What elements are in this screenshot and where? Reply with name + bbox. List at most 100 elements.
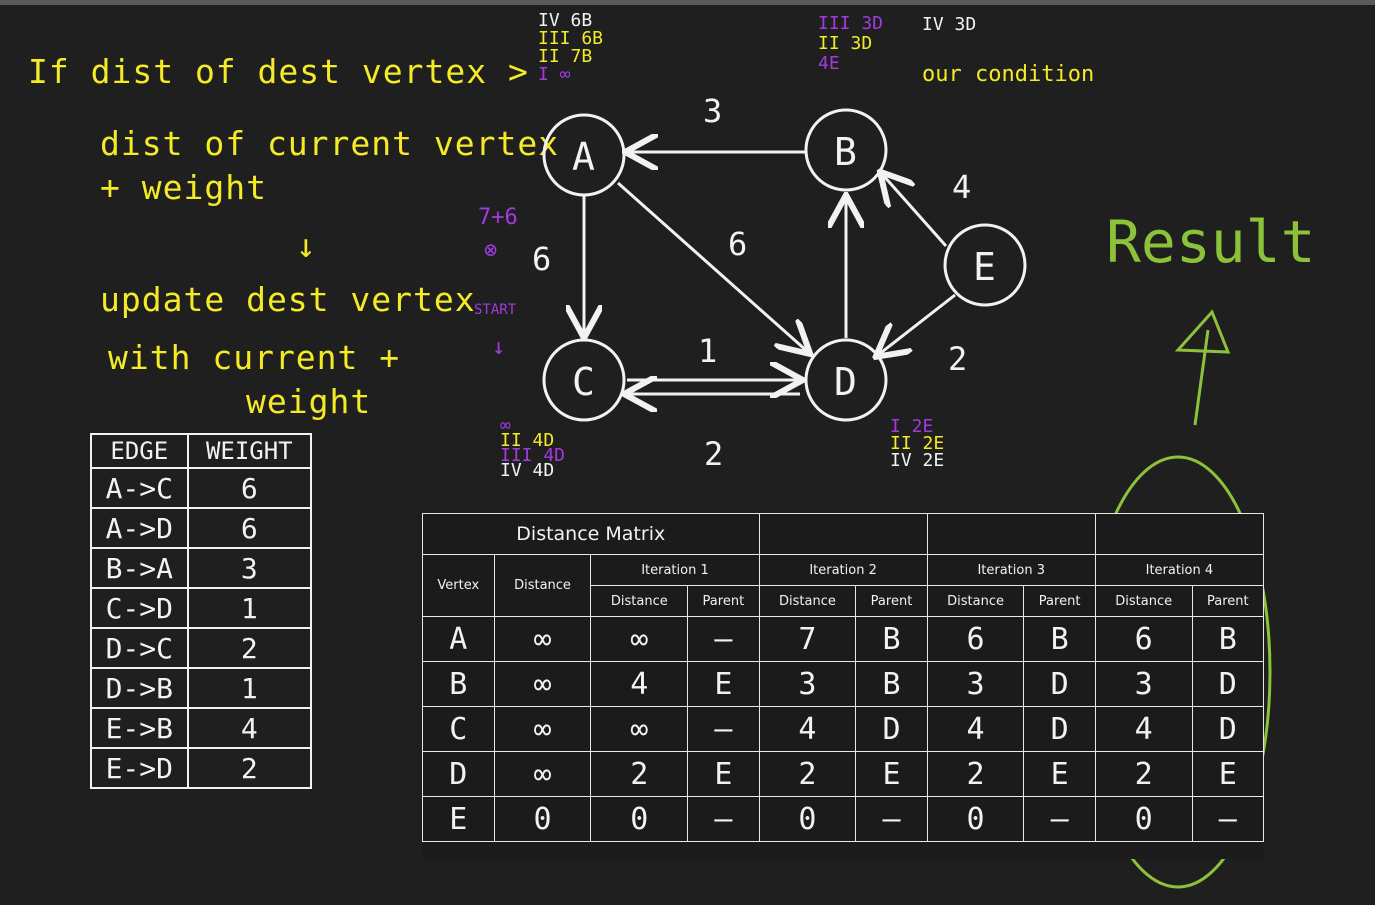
edge-cell: A->C: [90, 467, 189, 509]
iter4-parent: E: [1191, 751, 1265, 797]
top-bar: [0, 0, 1375, 5]
iter2-parent: B: [855, 616, 928, 662]
distance-cell: ∞: [493, 706, 592, 752]
iter1-parent: E: [687, 751, 760, 797]
header-edge: EDGE: [90, 433, 189, 469]
distance-matrix-table: Distance Matrix Vertex Distance Iteratio…: [422, 513, 1265, 842]
node-a: [542, 113, 626, 197]
vertex-cell: E: [422, 796, 495, 842]
table-row: E 0 0 – 0 — 0 – 0 —: [422, 796, 1265, 842]
edge-cell: E->B: [90, 707, 189, 749]
iter1-distance: ∞: [590, 616, 689, 662]
distance-cell: ∞: [493, 616, 592, 662]
iter1-distance: ∞: [590, 706, 689, 752]
iter3-distance: 3: [926, 661, 1025, 707]
weight-e-d: 2: [948, 340, 967, 378]
table-row: D ∞ 2 E 2 E 2 E 2 E: [422, 751, 1265, 797]
weight-cell: 3: [186, 547, 313, 589]
sub-parent-4: Parent: [1191, 585, 1265, 617]
note-b-right: IV 3D: [922, 14, 977, 35]
weight-a-c: 6: [532, 240, 551, 278]
our-condition-note: our condition: [922, 62, 1095, 87]
node-b-label: B: [834, 130, 857, 174]
iter4-parent: —: [1191, 796, 1265, 842]
weight-b-a: 3: [703, 92, 722, 130]
notes-c: ∞ II 4D III 4D IV 4D: [500, 415, 566, 481]
iter3-parent: E: [1023, 751, 1096, 797]
rule-line-1: If dist of dest vertex >: [28, 52, 529, 91]
iter4-parent: D: [1191, 661, 1265, 707]
iter2-parent: D: [855, 706, 928, 752]
iter4-distance: 6: [1094, 616, 1193, 662]
iter3-parent: –: [1023, 796, 1096, 842]
vertex-cell: D: [422, 751, 495, 797]
node-e-label: E: [973, 245, 996, 289]
weight-c-d: 1: [698, 332, 717, 370]
sub-distance-3: Distance: [926, 585, 1025, 617]
iter3-distance: 6: [926, 616, 1025, 662]
node-d-label: D: [834, 360, 857, 404]
weight-cell: 1: [186, 667, 313, 709]
node-b: [804, 108, 888, 192]
distance-cell: 0: [493, 796, 592, 842]
sub-parent-1: Parent: [687, 585, 760, 617]
iter3-parent: D: [1023, 706, 1096, 752]
result-arrow-head: [1174, 309, 1231, 354]
iter3-parent: D: [1023, 661, 1096, 707]
iter1-parent: –: [687, 616, 760, 662]
iter4-distance: 0: [1094, 796, 1193, 842]
iter3-distance: 2: [926, 751, 1025, 797]
iter4-distance: 4: [1094, 706, 1193, 752]
header-iteration-3: Iteration 3: [926, 554, 1096, 586]
iter4-parent: B: [1191, 616, 1265, 662]
node-e: [943, 223, 1027, 307]
weight-cell: 2: [186, 747, 313, 789]
weight-cell: 2: [186, 627, 313, 669]
matrix-title: Distance Matrix: [422, 513, 760, 555]
sub-distance-4: Distance: [1094, 585, 1193, 617]
edge-table-header: EDGE WEIGHT: [90, 433, 313, 469]
header-weight: WEIGHT: [186, 433, 313, 469]
weight-d-c: 2: [704, 435, 723, 473]
matrix-title-blank-5: [1094, 513, 1265, 555]
header-iteration-4: Iteration 4: [1094, 554, 1265, 586]
sub-distance-2: Distance: [758, 585, 857, 617]
note-ac-2: ⊗: [484, 238, 498, 263]
table-row: A ∞ ∞ – 7 B 6 B 6 B: [422, 616, 1265, 662]
weight-cell: 6: [186, 467, 313, 509]
sub-parent-2: Parent: [855, 585, 928, 617]
iter2-parent: B: [855, 661, 928, 707]
edge-cell: E->D: [90, 747, 189, 789]
iter4-distance: 3: [1094, 661, 1193, 707]
vertex-cell: C: [422, 706, 495, 752]
weight-cell: 6: [186, 507, 313, 549]
start-label: START: [474, 302, 517, 318]
iter2-distance: 0: [758, 796, 857, 842]
iter1-distance: 0: [590, 796, 689, 842]
edge-e-b: [882, 174, 948, 247]
rule-line-2: dist of current vertex: [100, 124, 560, 163]
vertex-cell: A: [422, 616, 495, 662]
note-ac: 7+6: [478, 205, 518, 230]
node-c-label: C: [572, 360, 595, 404]
iter2-parent: —: [855, 796, 928, 842]
iter3-distance: 0: [926, 796, 1025, 842]
weight-cell: 1: [186, 587, 313, 629]
node-d: [804, 338, 888, 422]
iter1-distance: 2: [590, 751, 689, 797]
distance-matrix: Distance Matrix Vertex Distance Iteratio…: [422, 513, 1265, 859]
rule-arrow: ↓: [296, 226, 317, 265]
iter4-parent: D: [1191, 706, 1265, 752]
table-row: C ∞ ∞ – 4 D 4 D 4 D: [422, 706, 1265, 752]
matrix-title-blank-4: [926, 513, 1096, 555]
iter1-distance: 4: [590, 661, 689, 707]
rule-line-5: update dest vertex: [100, 280, 476, 319]
weight-a-d: 6: [728, 225, 747, 263]
iter3-distance: 4: [926, 706, 1025, 752]
